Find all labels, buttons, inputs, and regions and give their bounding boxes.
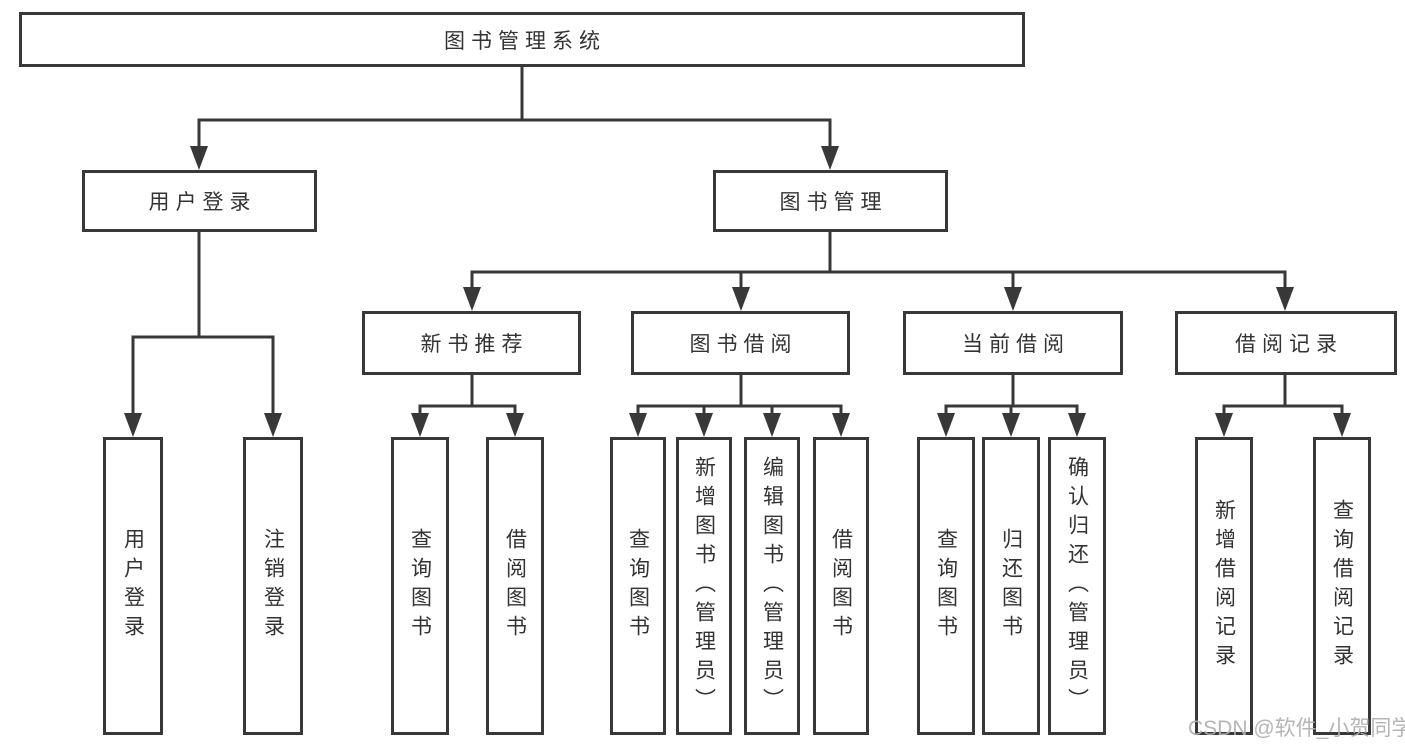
node-label: 图书管理 — [779, 191, 888, 214]
leaf-borrow-books-recommend: 借阅图书 — [486, 437, 544, 735]
leaf-label: 借阅图书 — [829, 528, 853, 644]
leaf-search-books-recommend: 查询图书 — [391, 437, 449, 735]
leaf-label: 编辑图书（管理员） — [760, 455, 784, 717]
leaf-label: 查询借阅记录 — [1330, 499, 1354, 673]
node-label: 用户登录 — [148, 191, 257, 214]
leaf-label: 用户登录 — [121, 528, 145, 644]
node-user-login: 用户登录 — [82, 170, 317, 232]
leaf-add-borrow-record: 新增借阅记录 — [1195, 437, 1253, 735]
csdn-watermark: CSDN @软件_小贺同学 — [1188, 717, 1405, 740]
leaf-label: 注销登录 — [261, 528, 285, 644]
leaf-label: 新增图书（管理员） — [692, 455, 716, 717]
leaf-search-borrow-record: 查询借阅记录 — [1313, 437, 1371, 735]
leaf-label: 归还图书 — [999, 528, 1023, 644]
leaf-label: 借阅图书 — [503, 528, 527, 644]
node-label: 图书借阅 — [689, 333, 798, 356]
leaf-label: 查询图书 — [934, 528, 958, 644]
node-new-book-recommendation: 新书推荐 — [362, 311, 581, 375]
node-library-management-system: 图书管理系统 — [19, 12, 1025, 67]
leaf-edit-book-admin: 编辑图书（管理员） — [744, 437, 800, 735]
leaf-search-books-current: 查询图书 — [917, 437, 975, 735]
node-current-borrowing: 当前借阅 — [903, 311, 1123, 375]
node-book-management: 图书管理 — [713, 170, 948, 232]
leaf-confirm-return-admin: 确认归还（管理员） — [1048, 437, 1106, 735]
node-label: 图书管理系统 — [444, 29, 606, 53]
leaf-label: 确认归还（管理员） — [1065, 455, 1089, 717]
leaf-label: 新增借阅记录 — [1212, 499, 1236, 673]
node-borrowing-records: 借阅记录 — [1175, 311, 1397, 375]
leaf-return-books: 归还图书 — [982, 437, 1040, 735]
leaf-add-book-admin: 新增图书（管理员） — [676, 437, 732, 735]
node-label: 新书推荐 — [420, 333, 529, 356]
leaf-logout: 注销登录 — [243, 437, 303, 735]
node-label: 借阅记录 — [1235, 333, 1343, 356]
leaf-label: 查询图书 — [626, 528, 650, 644]
node-label: 当前借阅 — [962, 333, 1070, 356]
node-book-borrowing: 图书借阅 — [631, 311, 850, 375]
leaf-user-login: 用户登录 — [103, 437, 163, 735]
leaf-search-books-borrow: 查询图书 — [610, 437, 666, 735]
arrowhead-icons — [124, 146, 1351, 437]
leaf-borrow-books: 借阅图书 — [813, 437, 869, 735]
leaf-label: 查询图书 — [408, 528, 432, 644]
